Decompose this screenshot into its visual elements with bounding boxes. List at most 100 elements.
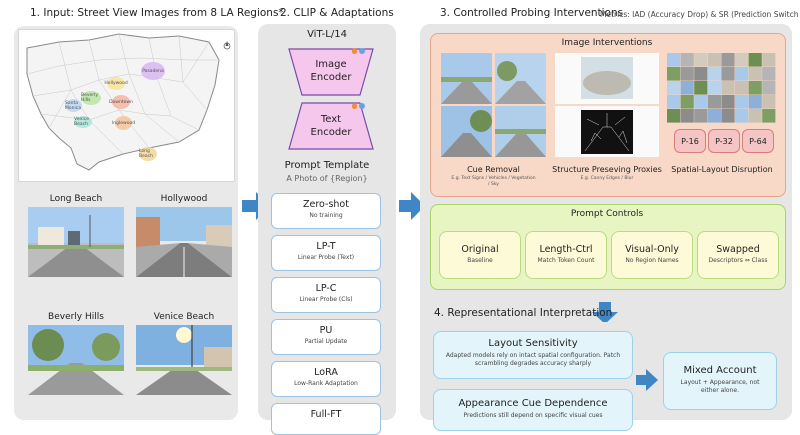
- shuffled-patch: [667, 95, 681, 109]
- shuffled-patch: [707, 67, 721, 81]
- prompt-template-title: Prompt Template: [284, 160, 370, 171]
- shuffled-patch: [735, 53, 749, 67]
- shuffled-patch: [762, 95, 776, 109]
- method-sub: Linear Probe (Cls): [299, 296, 353, 303]
- map-region-downtown: Downtown: [109, 95, 133, 109]
- shuffled-patch: [680, 81, 694, 95]
- street-photo-hollywood: [136, 207, 232, 277]
- shuffled-patch: [748, 95, 762, 109]
- prompt-control-original: Original Baseline: [439, 231, 521, 279]
- structure-proxy-sub: E.g. Canny Edges / Blur: [580, 176, 634, 181]
- shuffled-patch: [694, 53, 708, 67]
- map-region-pasadena: Pasadena: [141, 62, 165, 80]
- patch-size-16-tag: P-16: [674, 129, 706, 153]
- prompt-control-sub: Match Token Count: [537, 257, 595, 264]
- structure-proxy-images: [555, 53, 659, 157]
- street-photo-beverly-hills: [28, 325, 124, 395]
- shuffled-patch: [721, 53, 735, 67]
- snowflake-icon: [359, 103, 365, 109]
- photo-label-venice-beach: Venice Beach: [153, 312, 215, 322]
- prompt-control-visual-only: Visual-Only No Region Names: [611, 231, 693, 279]
- shuffled-patch: [735, 81, 749, 95]
- mixed-account-box: Mixed Account Layout + Appearance, not e…: [663, 352, 777, 410]
- map-region-venice-beach: Venice Beach: [74, 116, 92, 128]
- method-name: Full-FT: [310, 409, 342, 420]
- text-encoder-line2: Encoder: [310, 127, 352, 138]
- prompt-control-sub: Descriptors ⇔ Class: [708, 257, 768, 264]
- layout-sensitivity-box: Layout Sensitivity Adapted models rely o…: [433, 331, 633, 379]
- shuffled-patch: [680, 67, 694, 81]
- prompt-template-text: A Photo of {Region}: [286, 174, 368, 183]
- shuffled-patch: [667, 81, 681, 95]
- method-pu: PU Partial Update: [271, 319, 381, 355]
- shuffled-patch: [667, 109, 681, 123]
- shuffled-patch: [694, 67, 708, 81]
- shuffled-patch: [748, 81, 762, 95]
- prompt-control-swapped: Swapped Descriptors ⇔ Class: [697, 231, 779, 279]
- layout-sensitivity-title: Layout Sensitivity: [488, 338, 578, 349]
- patch-size-32-tag: P-32: [708, 129, 740, 153]
- prompt-control-length-ctrl: Length-Ctrl Match Token Count: [525, 231, 607, 279]
- prompt-control-sub: No Region Names: [625, 257, 679, 264]
- shuffled-patch: [762, 109, 776, 123]
- shuffled-patch: [762, 81, 776, 95]
- appearance-cue-box: Appearance Cue Dependence Predictions st…: [433, 389, 633, 431]
- image-encoder-shape: [288, 48, 374, 96]
- patch-size-64-tag: P-64: [742, 129, 774, 153]
- map-region-hollywood: Hollywood: [104, 77, 128, 90]
- appearance-cue-title: Appearance Cue Dependence: [458, 398, 608, 409]
- shuffled-patch: [694, 109, 708, 123]
- prompt-controls-title: Prompt Controls: [570, 209, 644, 219]
- mixed-account-desc: Layout + Appearance, not either alone.: [680, 379, 760, 394]
- shuffled-patch: [707, 95, 721, 109]
- image-encoder-line1: Image: [315, 59, 347, 70]
- shuffled-patch-image: [667, 53, 776, 123]
- shuffled-patch: [721, 67, 735, 81]
- method-lp-t: LP-T Linear Probe (Text): [271, 235, 381, 271]
- layout-sensitivity-desc: Adapted models rely on intact spatial co…: [445, 352, 621, 367]
- shuffled-patch: [735, 67, 749, 81]
- text-encoder-label: Text Encoder: [288, 113, 374, 139]
- backbone-label: ViT-L/14: [307, 29, 347, 40]
- map-region-long-beach: Long Beach: [139, 147, 157, 161]
- la-region-map: Pasadena Hollywood Beverly Hills Downtow…: [18, 29, 235, 182]
- shuffled-patch: [721, 95, 735, 109]
- prompt-control-name: Visual-Only: [625, 244, 679, 255]
- street-photo-venice-beach: [136, 325, 232, 395]
- map-region-beverly-hills: Beverly Hills: [81, 91, 101, 105]
- text-encoder-shape: [288, 102, 374, 150]
- arrow-to-mixed-account: [636, 369, 658, 391]
- method-lora: LoRA Low-Rank Adaptation: [271, 361, 381, 397]
- method-name: LoRA: [314, 367, 338, 378]
- shuffled-patch: [748, 67, 762, 81]
- shuffled-patch: [748, 109, 762, 123]
- prompt-control-name: Original: [461, 244, 499, 255]
- method-full-ft: Full-FT: [271, 403, 381, 435]
- metrics-note: Metrics: IAD (Accuracy Drop) & SR (Predi…: [600, 10, 800, 19]
- shuffled-patch: [680, 109, 694, 123]
- shuffled-patch: [707, 81, 721, 95]
- shuffled-patch: [694, 95, 708, 109]
- method-sub: Low-Rank Adaptation: [294, 380, 358, 387]
- method-zero-shot: Zero-shot No training: [271, 193, 381, 229]
- map-region-inglewood: Inglewood: [112, 116, 135, 130]
- flame-icon: [352, 48, 357, 54]
- street-photo-long-beach: [28, 207, 124, 277]
- shuffled-patch: [694, 81, 708, 95]
- cue-removal-label: Cue Removal: [467, 165, 520, 174]
- shuffled-patch: [748, 53, 762, 67]
- method-sub: No training: [309, 212, 343, 219]
- prompt-control-name: Swapped: [716, 244, 760, 255]
- method-name: LP-C: [315, 283, 337, 294]
- shuffled-patch: [721, 109, 735, 123]
- shuffled-patch: [680, 95, 694, 109]
- photo-label-beverly-hills: Beverly Hills: [48, 312, 104, 322]
- prompt-control-name: Length-Ctrl: [539, 244, 593, 255]
- prompt-control-sub: Baseline: [467, 257, 493, 264]
- panel4-title: 4. Representational Interpretation: [434, 307, 613, 319]
- method-name: LP-T: [316, 241, 336, 252]
- shuffled-patch: [707, 53, 721, 67]
- shuffled-patch: [762, 67, 776, 81]
- structure-proxy-label: Structure Preseving Proxies: [552, 165, 662, 174]
- image-encoder-label: Image Encoder: [288, 58, 374, 84]
